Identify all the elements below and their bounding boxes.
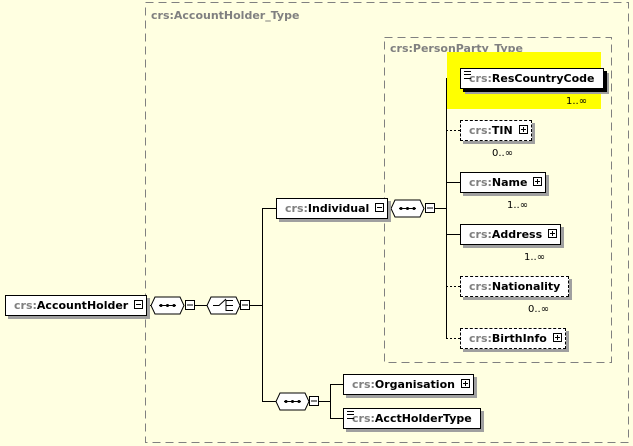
collapse-icon[interactable] xyxy=(134,300,144,309)
address-multiplicity: 1..∞ xyxy=(524,252,546,263)
element-address[interactable]: crs:Address xyxy=(460,224,562,245)
expand-icon[interactable] xyxy=(548,229,558,238)
element-organisation[interactable]: crs:Organisation xyxy=(343,374,474,395)
tin-multiplicity: 0..∞ xyxy=(492,148,514,159)
simple-content-icon xyxy=(347,411,354,419)
sequence-compositor-icon xyxy=(275,392,319,411)
simple-content-icon xyxy=(464,71,471,79)
element-tin[interactable]: crs:TIN xyxy=(460,120,532,141)
nationality-multiplicity: 0..∞ xyxy=(528,304,550,315)
element-birth-info[interactable]: crs:BirthInfo xyxy=(460,328,566,349)
collapse-icon[interactable] xyxy=(375,203,385,212)
element-account-holder[interactable]: crs:AccountHolder xyxy=(5,295,148,316)
element-name[interactable]: crs:Name xyxy=(460,172,547,193)
sequence-compositor-icon xyxy=(150,296,195,315)
expand-icon[interactable] xyxy=(533,177,543,186)
element-acct-holder-type[interactable]: crs:AcctHolderType xyxy=(343,408,481,429)
expand-icon[interactable] xyxy=(552,333,562,342)
expand-icon[interactable] xyxy=(460,379,470,388)
expand-icon[interactable] xyxy=(518,125,528,134)
choice-compositor-icon xyxy=(206,296,250,315)
name-multiplicity: 1..∞ xyxy=(507,200,529,211)
account-holder-type-box xyxy=(145,2,629,443)
element-individual[interactable]: crs:Individual xyxy=(276,198,389,219)
account-holder-type-label: crs:AccountHolder_Type xyxy=(151,9,300,22)
person-party-type-label: crs:PersonParty_Type xyxy=(390,42,524,55)
element-nationality[interactable]: crs:Nationality xyxy=(460,276,570,297)
res-country-code-multiplicity: 1..∞ xyxy=(566,96,588,107)
element-res-country-code[interactable]: crs:ResCountryCode xyxy=(460,68,604,89)
sequence-compositor-icon xyxy=(390,199,435,218)
